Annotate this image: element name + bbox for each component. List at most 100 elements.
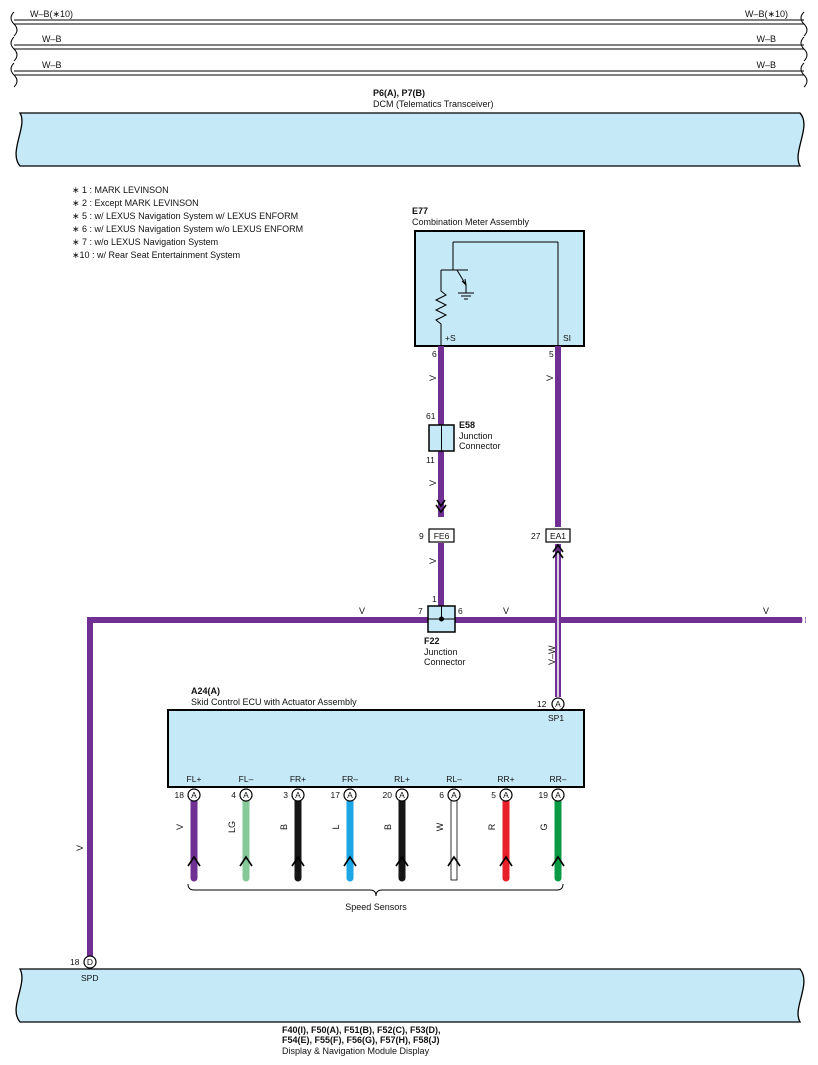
ea1-pin: 27 <box>531 531 541 541</box>
ecu-pin-conn-rl-minus: A <box>451 790 457 800</box>
top-wire-1: W–B(∗10) W–B(∗10) <box>10 9 808 37</box>
ecu-pin-number-fl-plus: 18 <box>175 790 185 800</box>
ecu-pin-label-fl-minus: FL– <box>239 774 254 784</box>
ecu-pin-label-fr-plus: FR+ <box>290 774 306 784</box>
ecu-pin-conn-rl-plus: A <box>399 790 405 800</box>
meter-pin-si-number: 5 <box>549 349 554 359</box>
top-wire-3: W–B W–B <box>10 60 808 88</box>
e58-name-1: Junction <box>459 431 493 441</box>
f22-name-1: Junction <box>424 647 458 657</box>
ecu-pin-number-rr-plus: 5 <box>491 790 496 800</box>
meter-pin-s-label: +S <box>445 333 456 343</box>
ecu-sp1-conn: A <box>555 699 561 709</box>
display-spd-pin-circle <box>83 955 97 969</box>
ecu-pin-number-rl-minus: 6 <box>439 790 444 800</box>
wire-color-e58-out: V <box>428 480 438 486</box>
meter-pin-s-number: 6 <box>432 349 437 359</box>
sensor-arrow-fl-minus <box>239 855 253 867</box>
sensor-arrow-rl-minus <box>447 855 461 867</box>
ea1-label: EA1 <box>550 531 566 541</box>
wire-color-fe6-out: V <box>428 558 438 564</box>
top-wire-2-right-label: W–B <box>756 34 776 44</box>
f22-code: F22 <box>424 636 440 646</box>
ecu-pin-conn-fr-plus: A <box>295 790 301 800</box>
wire-color-rl-minus: W <box>435 822 445 831</box>
sensor-arrow-rr-minus <box>551 855 565 867</box>
top-wire-2: W–B W–B <box>10 34 808 62</box>
wire-color-meter-si: V <box>545 375 555 381</box>
ecu-pin-circle-rr-plus <box>499 788 513 802</box>
meter-name: Combination Meter Assembly <box>412 217 530 227</box>
ecu-sp1-pin: 12 <box>537 699 547 709</box>
display-spd-label: SPD <box>81 973 98 983</box>
top-wire-3-left-label: W–B <box>42 60 62 70</box>
ecu-pin-circle-rl-plus <box>395 788 409 802</box>
top-wire-1-left-label: W–B(∗10) <box>30 9 73 19</box>
wire-color-fl-minus: LG <box>227 821 237 833</box>
top-wire-group: W–B(∗10) W–B(∗10) W–B W–B W–B W–B <box>10 9 808 88</box>
ecu-pin-conn-rr-plus: A <box>503 790 509 800</box>
e58-pin-bottom: 11 <box>426 455 435 465</box>
sensor-arrow-rr-plus <box>499 855 513 867</box>
f22-pin-top: 1 <box>432 594 437 604</box>
combination-meter: E77 Combination Meter Assembly +S SI 6 5 <box>412 206 585 359</box>
ecu-pin-label-fr-minus: FR– <box>342 774 358 784</box>
ecu-pin-conn-fl-plus: A <box>191 790 197 800</box>
ecu-pin-label-rl-minus: RL– <box>446 774 462 784</box>
sensor-arrow-fl-plus <box>187 855 201 867</box>
ecu-pin-conn-rr-minus: A <box>555 790 561 800</box>
ecu-pin-circle-fr-plus <box>291 788 305 802</box>
top-wire-3-right-label: W–B <box>756 60 776 70</box>
dcm-code: P6(A), P7(B) <box>373 88 425 98</box>
display-spd-conn: D <box>87 957 93 967</box>
note-6: ∗10 : w/ Rear Seat Entertainment System <box>72 250 240 260</box>
e58-pin-top: 61 <box>426 411 436 421</box>
sensor-arrow-rl-plus <box>395 855 409 867</box>
wire-color-meter-s: V <box>428 375 438 381</box>
ecu-name: Skid Control ECU with Actuator Assembly <box>191 697 357 707</box>
wire-color-spd: V <box>75 845 85 851</box>
fe6-label: FE6 <box>434 531 450 541</box>
wire-color-fr-minus: L <box>331 824 341 829</box>
sensor-wire-rl-minus <box>450 799 458 881</box>
note-3: ∗ 5 : w/ LEXUS Navigation System w/ LEXU… <box>72 211 298 221</box>
ecu-pin-circle-rr-minus <box>551 788 565 802</box>
ecu-pin-circle-rl-minus <box>447 788 461 802</box>
e58-code: E58 <box>459 420 475 430</box>
speed-sensor-wires: FL+A18VFL–A4LGFR+A3BFR–A17LRL+A20BRL–A6W… <box>175 774 567 882</box>
dcm-module: P6(A), P7(B) DCM (Telematics Transceiver… <box>15 88 805 167</box>
ecu-pin-circle-fl-minus <box>239 788 253 802</box>
ecu-pin-conn-fl-minus: A <box>243 790 249 800</box>
ea1-connector: EA1 27 <box>531 528 571 543</box>
ecu-pin-conn-fr-minus: A <box>347 790 353 800</box>
display-navigation-module: D 18 SPD F40(I), F50(A), F51(B), F52(C),… <box>15 955 805 1056</box>
note-1: ∗ 1 : MARK LEVINSON <box>72 185 169 195</box>
sensor-arrow-fr-minus <box>343 855 357 867</box>
ecu-pin-label-rl-plus: RL+ <box>394 774 410 784</box>
dcm-name: DCM (Telematics Transceiver) <box>373 99 494 109</box>
ecu-pin-number-fr-plus: 3 <box>283 790 288 800</box>
f22-name-2: Connector <box>424 657 466 667</box>
wire-color-bus-mid: V <box>503 606 509 616</box>
ecu-sp1-pin-circle <box>551 697 565 711</box>
meter-pin-si-label: SI <box>563 333 571 343</box>
ecu-pin-label-rr-plus: RR+ <box>497 774 514 784</box>
fe6-connector: FE6 9 <box>419 528 455 543</box>
speed-sensors-label: Speed Sensors <box>345 902 407 912</box>
f22-pin-right: 6 <box>458 606 463 616</box>
fe6-pin: 9 <box>419 531 424 541</box>
sensor-arrow-fr-plus <box>291 855 305 867</box>
ecu-pin-number-fr-minus: 17 <box>331 790 341 800</box>
ecu-pin-label-rr-minus: RR– <box>549 774 566 784</box>
meter-code: E77 <box>412 206 428 216</box>
violet-wires <box>87 346 806 956</box>
note-2: ∗ 2 : Except MARK LEVINSON <box>72 198 199 208</box>
wire-color-rl-plus: B <box>383 824 393 830</box>
wire-color-sp1: V–W <box>547 645 557 665</box>
wire-color-fl-plus: V <box>175 824 185 830</box>
wire-color-rr-plus: R <box>487 823 497 830</box>
f22-pin-left: 7 <box>418 606 423 616</box>
notes-list: ∗ 1 : MARK LEVINSON ∗ 2 : Except MARK LE… <box>72 185 303 260</box>
ecu-pin-circle-fl-plus <box>187 788 201 802</box>
